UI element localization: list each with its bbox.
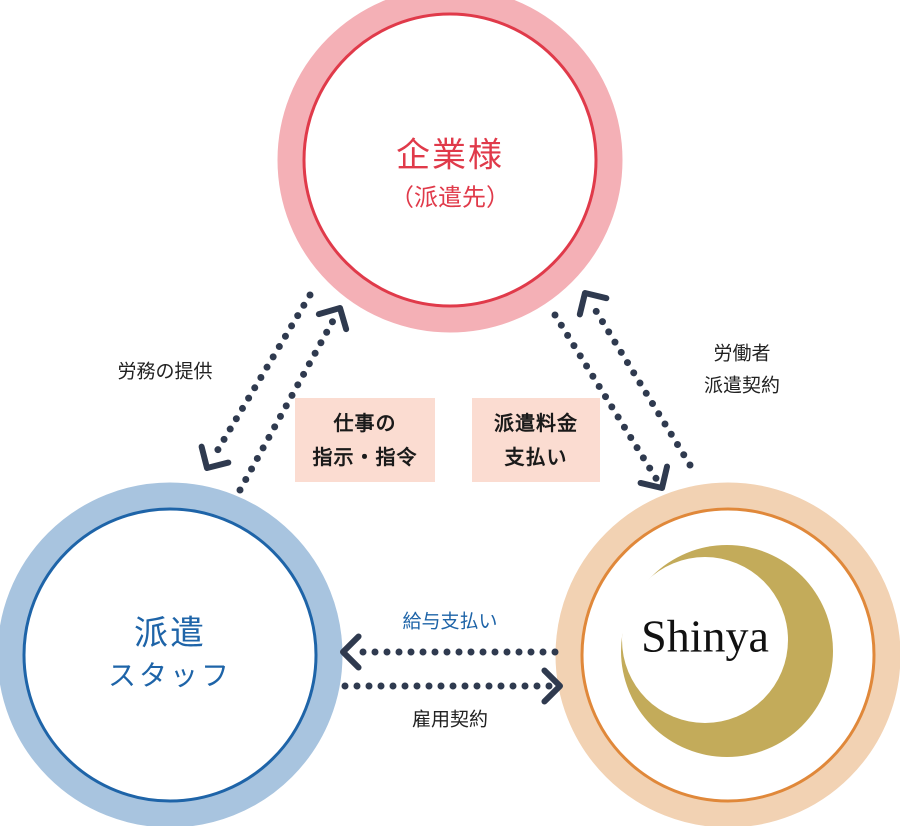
client-title: 企業様: [396, 135, 504, 176]
chevron-icon: [576, 290, 610, 318]
dotted-line: [551, 311, 661, 483]
client-subtitle: （派遣先）: [390, 183, 510, 212]
dotted-line: [208, 291, 314, 463]
instruction-box: 仕事の 指示・指令: [295, 398, 435, 482]
dotted-line: [586, 298, 694, 469]
fee-arrow: [551, 311, 671, 491]
staff-title: 派遣: [134, 613, 206, 654]
instruction-arrow: [236, 305, 350, 494]
staff-subtitle: スタッフ: [107, 659, 233, 692]
employment-label: 雇用契約: [411, 708, 489, 731]
fee-box: 派遣料金 支払い: [472, 398, 600, 482]
contract-label-2: 派遣契約: [703, 374, 781, 397]
salary-label: 給与支払い: [402, 610, 498, 633]
shinya-logo-crescent: [621, 545, 833, 757]
chevron-icon: [198, 443, 232, 471]
labor-arrow: [198, 291, 314, 471]
arrows: [198, 290, 694, 705]
contract-label-1: 労働者: [713, 342, 771, 365]
instruction-line-1: 仕事の: [333, 411, 397, 435]
instruction-line-2: 指示・指令: [312, 445, 418, 469]
chevron-icon: [541, 667, 563, 705]
employment-arrow: [341, 667, 563, 705]
fee-line-1: 派遣料金: [494, 411, 578, 435]
company-logo-text: Shinya: [641, 610, 769, 662]
chevron-icon: [315, 305, 350, 333]
chevron-icon: [637, 463, 671, 491]
client-circle: [277, 0, 623, 333]
staff-circle: [0, 482, 343, 826]
salary-arrow: [340, 633, 559, 671]
chevron-icon: [340, 633, 362, 671]
contract-arrow: [576, 290, 694, 469]
labor-label: 労務の提供: [117, 360, 213, 383]
dotted-line: [236, 313, 339, 494]
fee-line-2: 支払い: [504, 445, 568, 469]
